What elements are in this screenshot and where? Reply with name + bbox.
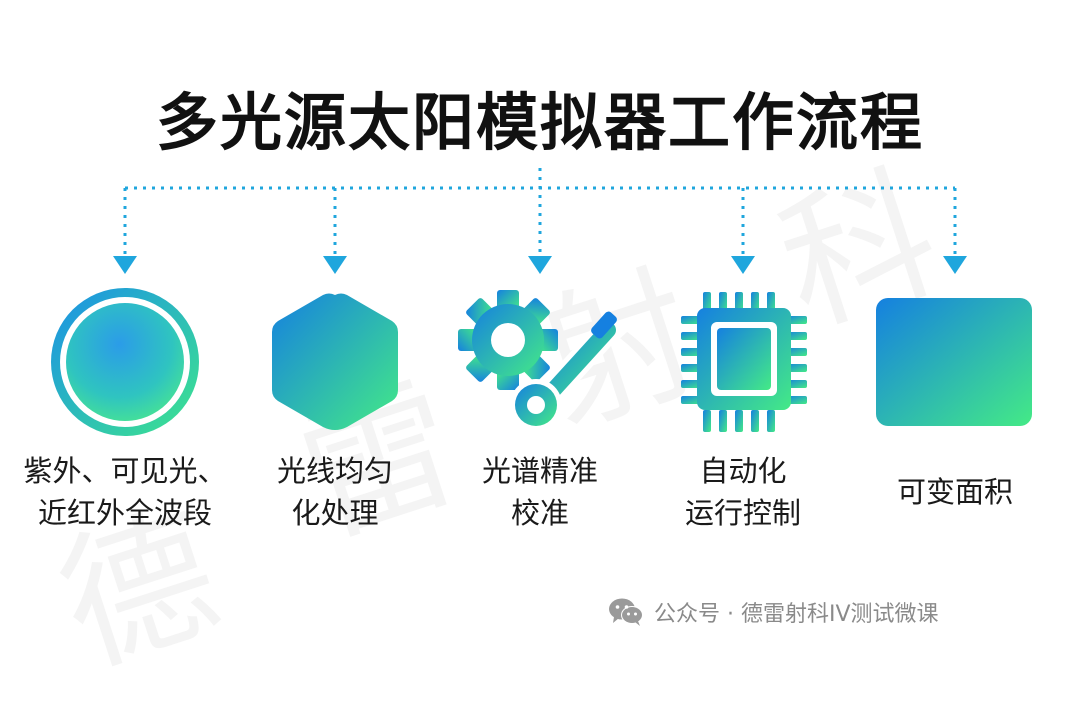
step-label-2: 光线均匀 化处理 [225,450,445,534]
rounded-square-icon [876,298,1032,426]
gear-wrench-icon [458,290,621,431]
step-label-4-line1: 自动化 [699,454,787,488]
diagram-canvas: 德 雷 射 科 多光源太阳模拟器工作流程 [15,86,1065,697]
footer: 公众号 · 德雷射科IV测试微课 [608,592,939,632]
step-label-2-line1: 光线均匀 [276,454,393,488]
step-label-1-line2: 近红外全波段 [37,496,212,530]
step-label-3-line2: 校准 [510,496,569,530]
footer-text: 公众号 · 德雷射科IV测试微课 [654,602,939,627]
step-label-1-line1: 紫外、可见光、 [23,454,227,488]
arrowhead-5 [943,256,967,274]
flow-graphics [51,168,1032,436]
step-label-3-line1: 光谱精准 [481,454,598,488]
arrowhead-4 [731,256,755,274]
step-label-2-line2: 化处理 [291,496,379,530]
step-label-1: 紫外、可见光、 近红外全波段 [15,450,235,534]
diagram-title: 多光源太阳模拟器工作流程 [155,86,924,159]
arrowhead-3 [528,256,552,274]
step-label-4: 自动化 运行控制 [633,450,853,534]
circle-lens-icon [51,288,199,436]
step-label-4-line2: 运行控制 [684,496,801,530]
step-label-3: 光谱精准 校准 [430,450,650,534]
connector-lines [123,168,957,262]
chip-icon [681,292,807,432]
arrowhead-1 [113,256,137,274]
arrowhead-2 [323,256,347,274]
step-label-5: 可变面积 [845,471,1065,513]
arrowheads [113,256,967,274]
step-label-5-line1: 可变面积 [896,475,1013,509]
wechat-icon [609,598,643,626]
hexagon-icon [272,293,398,430]
